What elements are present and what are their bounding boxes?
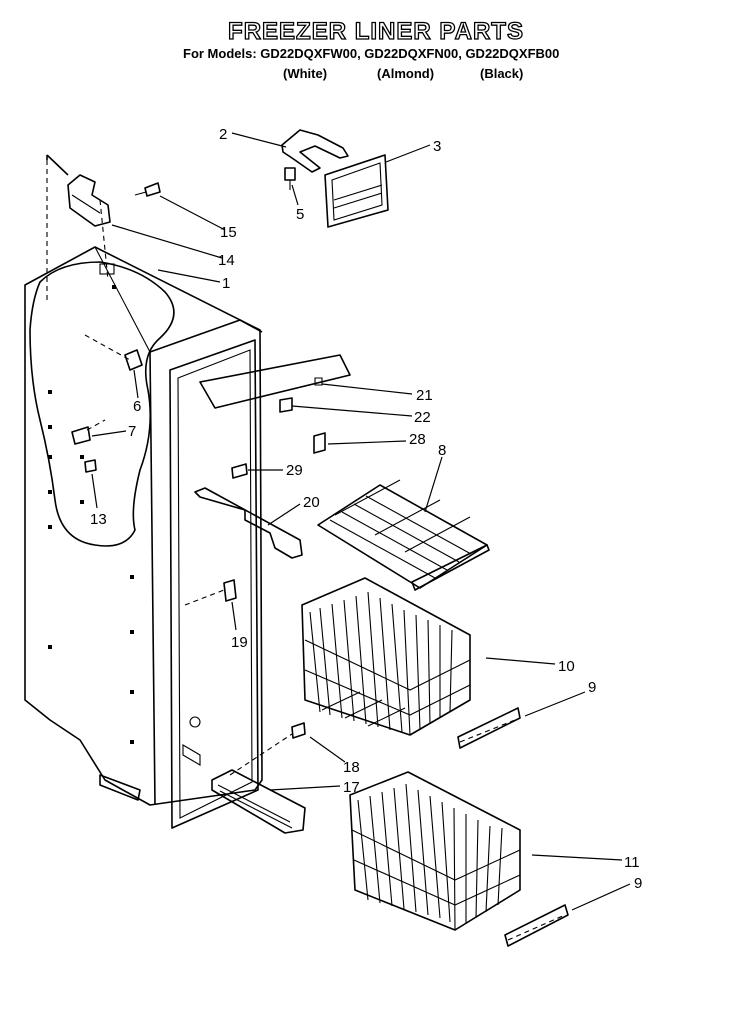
- part-2-bracket: [281, 129, 349, 173]
- color-white: (White): [283, 66, 328, 81]
- part-18-screw: [291, 722, 306, 739]
- callout-21: 22: [414, 409, 431, 426]
- callout-14: 14: [218, 252, 235, 269]
- part-6-bracket: [124, 349, 143, 371]
- part-13-screw: [84, 459, 97, 473]
- callout-3: 3: [433, 138, 441, 155]
- callout-15: 15: [220, 224, 237, 241]
- diagram-header: FREEZER LINER PARTS: [0, 17, 752, 46]
- callout-28: 20: [303, 494, 320, 511]
- callout-11: 11: [624, 854, 640, 871]
- callout-9-upper: 9: [588, 679, 596, 696]
- part-17-rail: [211, 769, 306, 834]
- callout-2: 2: [219, 126, 227, 143]
- rail-left-line: [46, 154, 69, 176]
- part-20-panel: [199, 354, 351, 409]
- part-11-basket: [349, 771, 521, 931]
- models-line: For Models: GD22DQXFW00, GD22DQXFN00, GD…: [183, 46, 560, 61]
- callout-9-lower: 9: [634, 875, 642, 892]
- part-10-basket: [301, 577, 471, 736]
- leader-lines: [91, 132, 631, 911]
- part-9-bracket-lower: [504, 904, 569, 947]
- callout-10: 10: [558, 658, 575, 675]
- callout-7: 7: [128, 423, 136, 440]
- part-5-screw: [284, 167, 296, 190]
- part-9-bracket-upper: [457, 707, 521, 749]
- color-black: (Black): [480, 66, 524, 81]
- assembly-dashed-lines: [46, 160, 566, 941]
- callout-8: 8: [438, 442, 446, 459]
- part-28-bracket: [194, 487, 303, 559]
- callout-20: 21: [416, 387, 433, 404]
- part-19-switch: [223, 579, 237, 602]
- part-14-bracket: [67, 174, 111, 227]
- callout-17: 17: [343, 779, 360, 796]
- part-8-wire-shelf: [317, 479, 490, 591]
- color-almond: (Almond): [377, 66, 435, 81]
- part-22-clip: [313, 432, 326, 454]
- callout-1: 1: [222, 275, 230, 292]
- callout-18: 18: [343, 759, 360, 776]
- callout-13: 13: [90, 511, 107, 528]
- part-15-screw: [134, 182, 161, 197]
- callout-labels: 2 3 5 15 14 1 6 7 13 21 22 28 8 29 20 19…: [90, 126, 642, 892]
- part-3-light-shield: [324, 154, 389, 228]
- callout-5: 5: [296, 206, 304, 223]
- callout-22: 28: [409, 431, 426, 448]
- part-21-clip: [279, 397, 293, 413]
- callout-29: 29: [286, 462, 303, 479]
- diagram-title: FREEZER LINER PARTS: [227, 17, 524, 45]
- part-7-fastener: [71, 426, 91, 445]
- callout-6: 6: [133, 398, 141, 415]
- freezer-liner: [24, 246, 263, 829]
- callout-19: 19: [231, 634, 248, 651]
- part-29-screw: [231, 463, 248, 479]
